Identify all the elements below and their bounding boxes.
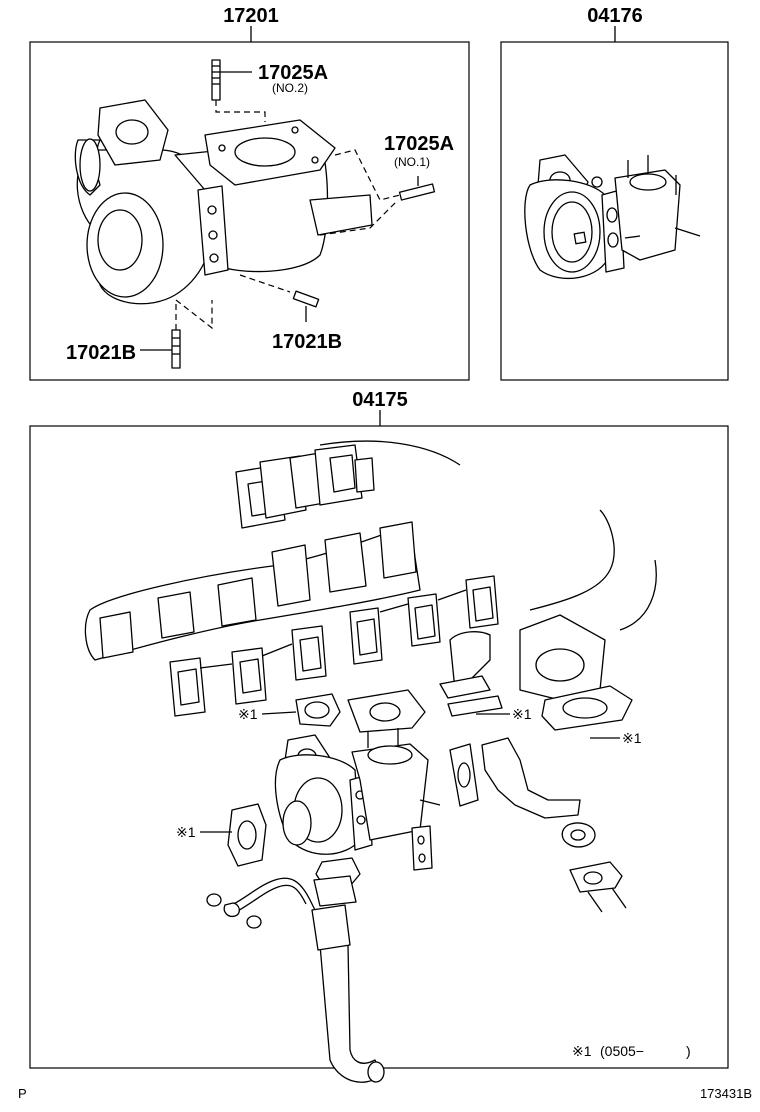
- part-number-17201: 17201: [223, 5, 279, 27]
- stud-17021b-right: [239, 274, 320, 322]
- part-number-04175: 04175: [352, 389, 408, 411]
- footnote-mark-gasket-flange: ※1: [512, 706, 532, 722]
- callout-17025a-no2-note: (NO.2): [272, 81, 308, 95]
- turbocharger-drawing: [74, 99, 373, 305]
- gasket-round: [295, 693, 341, 727]
- gasket-left: [227, 803, 267, 867]
- gasket-flange-lower: [313, 857, 361, 907]
- gasket-heat-shield-set: [235, 444, 375, 529]
- turbocharger-lower: [274, 728, 441, 855]
- part-number-04176: 04176: [587, 5, 643, 27]
- footnote-mark-gasket-round: ※1: [238, 706, 258, 722]
- stud-17025a-no1: [319, 149, 436, 236]
- footnote-mark-outlet-flange: ※1: [622, 730, 642, 746]
- footnote-mark-gasket-left: ※1: [176, 824, 196, 840]
- gasket-small-oval: [411, 825, 433, 871]
- group-box-17201: [29, 41, 470, 381]
- egr-pipe-flange: [439, 631, 503, 717]
- diagram-number: 173431B: [700, 1086, 752, 1101]
- turbocharger-subassembly-drawing: [524, 154, 701, 280]
- exhaust-manifold: [84, 521, 421, 661]
- intake-pipe-right: [529, 509, 657, 631]
- corner-left-code: P: [18, 1086, 27, 1101]
- callout-17021b-left: 17021B: [66, 342, 136, 364]
- oil-pipe: [206, 877, 321, 929]
- oil-drain-pipe: [311, 904, 385, 1083]
- callout-17025a-no1: 17025A: [384, 133, 454, 155]
- stud-17025a-no2: [211, 59, 266, 122]
- footnote-legend-range: (0505− ): [600, 1043, 691, 1059]
- outlet-flange: [519, 614, 633, 731]
- exhaust-pipe-lower: [569, 861, 627, 913]
- gasket-strip-right: [349, 575, 499, 665]
- footnote-legend-mark: ※1: [572, 1043, 592, 1059]
- gasket-square: [347, 689, 426, 733]
- callout-17025a-no1-note: (NO.1): [394, 155, 430, 169]
- callout-17025a-no2: 17025A: [258, 62, 328, 84]
- intake-pipe: [319, 440, 461, 466]
- gasket-strip-left: [169, 625, 327, 717]
- stud-17021b-left: [140, 298, 213, 369]
- callout-17021b-right: 17021B: [272, 331, 342, 353]
- elbow-pipe: [449, 737, 596, 848]
